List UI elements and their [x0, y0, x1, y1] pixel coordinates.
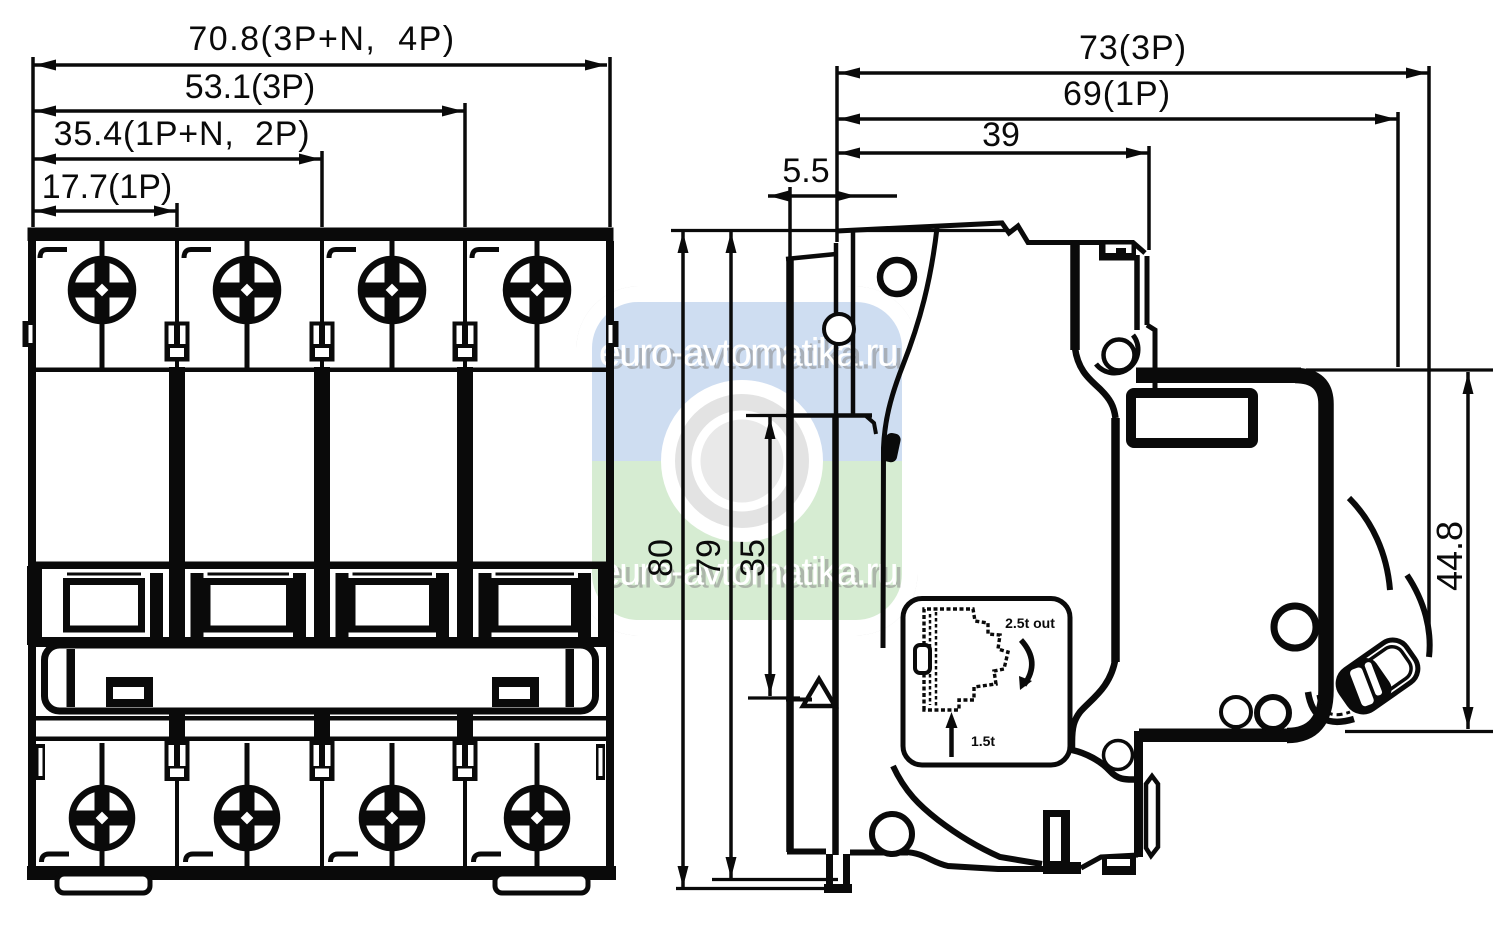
svg-text:35.4(1P+N, 2P): 35.4(1P+N, 2P)	[54, 115, 311, 153]
svg-text:73(3P): 73(3P)	[1079, 29, 1187, 67]
svg-text:44.8: 44.8	[1429, 521, 1470, 591]
svg-text:euro-avtomatika.ru: euro-avtomatika.ru	[603, 554, 901, 597]
svg-text:1.5t: 1.5t	[971, 733, 995, 749]
svg-text:euro-avtomatika.ru: euro-avtomatika.ru	[599, 551, 897, 594]
svg-text:79: 79	[690, 539, 728, 577]
svg-text:53.1(3P): 53.1(3P)	[185, 68, 315, 106]
svg-text:39: 39	[982, 116, 1020, 154]
svg-text:5.5: 5.5	[782, 152, 829, 190]
svg-text:2.5t out: 2.5t out	[1005, 615, 1055, 631]
svg-text:70.8(3P+N, 4P): 70.8(3P+N, 4P)	[188, 20, 455, 58]
svg-text:17.7(1P): 17.7(1P)	[42, 168, 172, 206]
svg-text:69(1P): 69(1P)	[1063, 75, 1171, 113]
svg-text:80: 80	[642, 539, 680, 577]
svg-text:35: 35	[734, 539, 772, 577]
